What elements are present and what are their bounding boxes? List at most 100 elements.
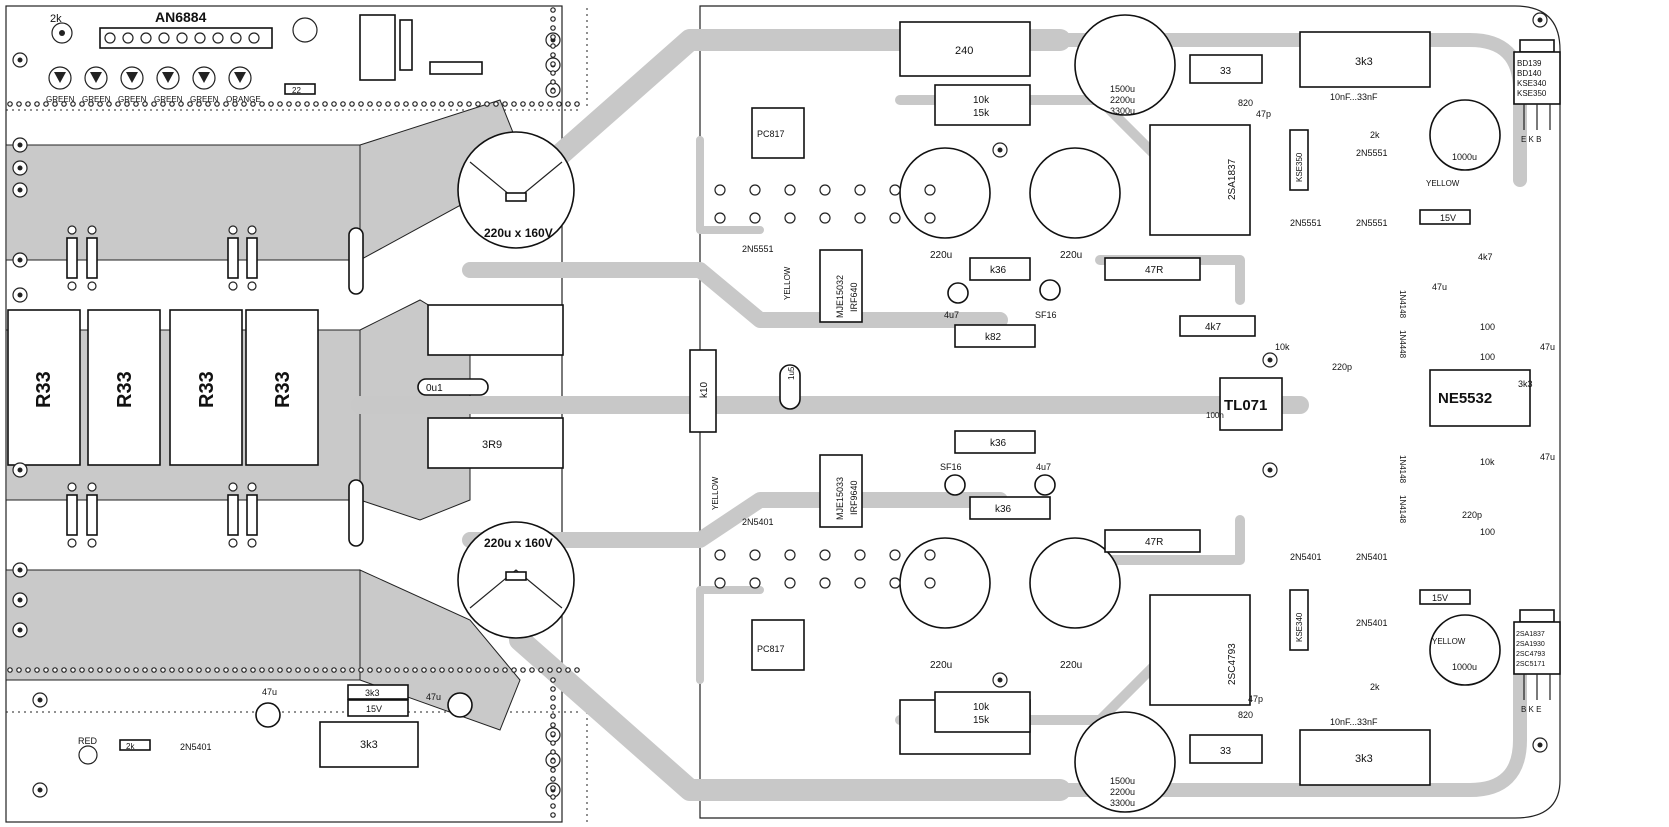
led-color-label: ORANGE (226, 95, 261, 104)
svg-text:SF16: SF16 (940, 462, 962, 472)
led-indicator: GREEN (190, 66, 219, 104)
pinout-bottom: 2SA1837 2SA1930 2SC4793 2SC5171 B K E (1513, 609, 1561, 714)
output-network: 3k3 3k3 33 33 820 820 47p 47p 10nF...33n… (1189, 31, 1431, 786)
svg-text:1000u: 1000u (1452, 662, 1477, 672)
pinout-top: BD139 BD140 KSE340 KSE350 E K B (1513, 39, 1561, 144)
svg-text:15k: 15k (973, 108, 990, 119)
led-color-label: GREEN (46, 95, 75, 104)
svg-text:IRF640: IRF640 (849, 282, 859, 312)
r33-label-4: R33 (272, 371, 294, 408)
svg-text:YELLOW: YELLOW (1426, 179, 1460, 188)
resistor-small (246, 494, 258, 536)
r33-label-3: R33 (196, 371, 218, 408)
middle-components: 3R9 0u1 (348, 227, 564, 547)
svg-text:YELLOW: YELLOW (711, 476, 720, 510)
resistor-small (86, 494, 98, 536)
svg-text:IRF9640: IRF9640 (849, 480, 859, 515)
svg-text:47u: 47u (262, 687, 277, 697)
driver-stage-bottom: PC817 2N5401 MJE15033 IRF9640 YELLOW (711, 454, 863, 671)
svg-text:KSE350: KSE350 (1517, 89, 1547, 98)
led-color-label: GREEN (118, 95, 147, 104)
svg-text:47p: 47p (1256, 109, 1271, 119)
led-indicator: GREEN (46, 66, 75, 104)
svg-text:k36: k36 (990, 438, 1007, 449)
resistor-small (86, 237, 98, 279)
svg-text:15V: 15V (1440, 213, 1456, 223)
svg-text:2N5551: 2N5551 (1290, 218, 1322, 228)
svg-text:820: 820 (1238, 710, 1253, 720)
pads-and-holes (7, 7, 1548, 818)
svg-text:3k3: 3k3 (1355, 56, 1373, 68)
svg-text:1u5: 1u5 (787, 366, 796, 380)
svg-text:3k3: 3k3 (1355, 753, 1373, 765)
ic-pin (248, 32, 260, 44)
svg-text:1N4148: 1N4148 (1398, 495, 1407, 524)
resistor-small (66, 237, 78, 279)
ic-pin (122, 32, 134, 44)
r33-label-1: R33 (33, 371, 55, 408)
svg-text:2200u: 2200u (1110, 787, 1135, 797)
svg-text:B K E: B K E (1521, 705, 1541, 714)
ic-pin (140, 32, 152, 44)
svg-text:47u: 47u (426, 692, 441, 702)
svg-text:2SA1930: 2SA1930 (1516, 641, 1545, 648)
bottom-left-section: RED 2k 2N5401 47u 47u 3k3 15V 3k3 (78, 684, 473, 768)
svg-text:10k: 10k (973, 702, 990, 713)
svg-text:2200u: 2200u (1110, 95, 1135, 105)
svg-text:BD140: BD140 (1517, 69, 1542, 78)
svg-text:15V: 15V (1432, 593, 1448, 603)
svg-text:2SC4793: 2SC4793 (1227, 643, 1238, 685)
svg-text:3k3: 3k3 (360, 739, 378, 751)
svg-text:220u: 220u (1060, 660, 1082, 671)
ic-pin (158, 32, 170, 44)
svg-text:MJE15032: MJE15032 (835, 275, 845, 318)
right-supply: 1000u 1000u 15V 15V YELLOW YELLOW (1419, 99, 1501, 686)
ic-pin (212, 32, 224, 44)
svg-text:2k: 2k (1370, 682, 1380, 692)
opamp-ne5532-label: NE5532 (1438, 390, 1492, 407)
svg-text:820: 820 (1238, 98, 1253, 108)
bias-resistors: k36 k82 k36 k36 SF16 SF16 4u7 4u7 (940, 257, 1061, 520)
svg-text:220u: 220u (1060, 250, 1082, 261)
svg-text:3k3: 3k3 (1518, 379, 1533, 389)
led-indicator: GREEN (118, 66, 147, 104)
ic-an6884-label: AN6884 (155, 9, 207, 25)
board-outline-main (699, 5, 1561, 819)
svg-text:220u: 220u (930, 660, 952, 671)
svg-text:1500u: 1500u (1110, 776, 1135, 786)
resistor-small (227, 494, 239, 536)
output-transistors: 2SA1837 2SC4793 47R 47R 4k7 (1104, 124, 1256, 706)
led-color-label: GREEN (82, 95, 111, 104)
svg-text:10nF...33nF: 10nF...33nF (1330, 717, 1378, 727)
svg-text:47u: 47u (1432, 282, 1447, 292)
svg-text:1N4148: 1N4148 (1398, 455, 1407, 484)
ic-pin (194, 32, 206, 44)
svg-text:100: 100 (1480, 322, 1495, 332)
svg-text:100: 100 (1480, 527, 1495, 537)
svg-text:47u: 47u (1540, 452, 1555, 462)
resistor-small (246, 237, 258, 279)
svg-text:k36: k36 (990, 265, 1007, 276)
svg-text:47u: 47u (1540, 342, 1555, 352)
r33-resistor-bank: R33 R33 R33 R33 (7, 309, 319, 466)
svg-text:3300u: 3300u (1110, 798, 1135, 808)
svg-text:k36: k36 (995, 504, 1012, 515)
svg-text:47R: 47R (1145, 265, 1163, 276)
svg-text:1000u: 1000u (1452, 152, 1477, 162)
power-resistors: 240 240 10k 15k 10k 15k (899, 21, 1031, 755)
svg-text:2N5401: 2N5401 (742, 517, 774, 527)
svg-text:10k: 10k (1275, 342, 1290, 352)
svg-text:k82: k82 (985, 332, 1002, 343)
svg-text:PC817: PC817 (757, 644, 785, 654)
svg-text:220u x 160V: 220u x 160V (484, 226, 553, 240)
svg-text:PC817: PC817 (757, 129, 785, 139)
svg-text:2N5551: 2N5551 (742, 244, 774, 254)
svg-text:2k: 2k (126, 742, 135, 751)
driver-stage-top: PC817 2N5551 MJE15032 IRF640 YELLOW (742, 107, 863, 323)
ic-pin (176, 32, 188, 44)
main-capacitor-top: 220u x 160V (457, 131, 575, 249)
opamp-section: TL071 NE5532 10k 220p 220p 4k7 10k 3k3 1… (1206, 252, 1555, 537)
svg-text:2SA1837: 2SA1837 (1516, 631, 1545, 638)
resistor-small (66, 494, 78, 536)
